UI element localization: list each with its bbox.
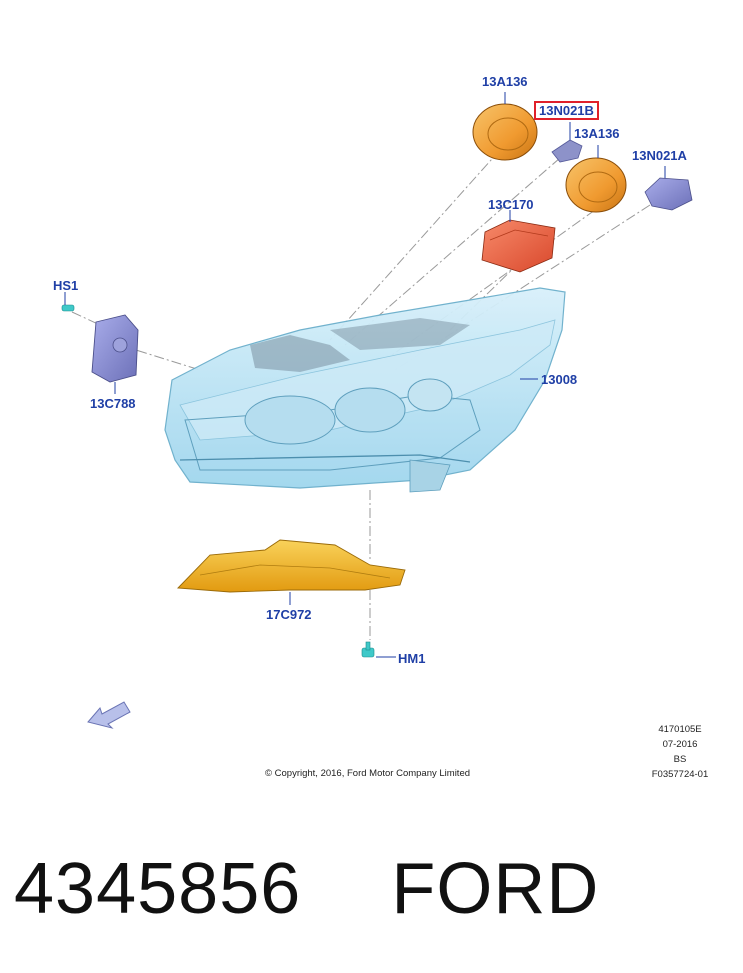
headlamp-exploded-diagram (61, 92, 693, 729)
control-module (481, 210, 556, 273)
bracket (177, 539, 406, 605)
illustration-code: BS (673, 754, 687, 765)
illustration-date: 07-2016 (662, 739, 698, 750)
callout-control-module: 13C170 (488, 197, 534, 212)
illustration-meta: 4170105E 07-2016 BS F0357724-01 (640, 722, 720, 782)
screw-hs1 (61, 292, 75, 312)
headlamp-assembly (164, 287, 566, 493)
bulb-cover-right (565, 145, 627, 213)
bulb-right (644, 166, 693, 211)
callout-bulb-highlighted: 13N021B (534, 101, 599, 120)
direction-arrow-icon (87, 701, 131, 729)
callout-screw-hs1: HS1 (53, 278, 79, 293)
bulb-highlighted (551, 122, 583, 163)
ballast-module (91, 314, 139, 394)
bulb-cover-top (472, 103, 538, 161)
callout-headlamp-assembly: 13008 (541, 372, 578, 387)
callout-bulb-cover-right: 13A136 (574, 126, 620, 141)
callout-ballast-module: 13C788 (90, 396, 136, 411)
part-caption: 4345856 FORD (14, 848, 599, 930)
copyright-text: © Copyright, 2016, Ford Motor Company Li… (265, 768, 471, 779)
screw-hm1 (361, 641, 396, 658)
callout-screw-hm1: HM1 (398, 651, 426, 666)
illustration-id: 4170105E (658, 724, 702, 735)
callout-bulb-cover-top: 13A136 (482, 74, 528, 89)
callout-bracket: 17C972 (266, 607, 312, 622)
callout-bulb-right: 13N021A (632, 148, 687, 163)
part-brand: FORD (391, 849, 600, 929)
part-number: 4345856 (14, 849, 302, 929)
figure-id: F0357724-01 (651, 769, 709, 780)
